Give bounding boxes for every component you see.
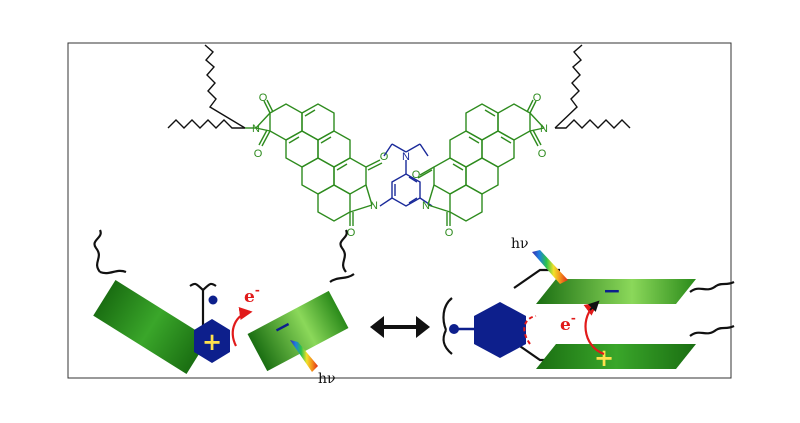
hv-label-right: hν [511,236,529,252]
central-amine-linker [379,143,433,207]
donor-hexagon-left [194,319,230,363]
scheme-extended-conformer: + e- − hν [93,229,355,387]
plus-sign-right: + [594,343,614,372]
figure-frame [67,42,732,379]
pdi-top-bar [536,279,696,304]
atom-n-left-linker: N [370,200,378,212]
atom-o-left-lower: O [347,227,356,239]
left-perylene-diimide [245,99,383,226]
chemical-structure: N O O N O O N [167,44,631,239]
atom-o-right-bottom: O [538,148,547,160]
pdi-left-bar [93,280,209,374]
right-alkyl-chain [554,44,631,129]
left-alkyl-chain [167,44,246,129]
back-transfer-arrow [523,315,537,345]
atom-o-right-lower: O [445,227,454,239]
atom-o-right-inner: O [412,169,421,181]
scheme-folded-conformer: − + e- hν [442,236,735,372]
photon-icon-left [290,340,318,372]
photon-icon-right [532,250,568,284]
atom-o-right-top: O [533,92,542,104]
atom-n-right-imide: N [540,123,548,135]
atom-o-left-top: O [259,92,268,104]
atom-n-left-imide: N [252,123,260,135]
atom-o-left-bottom: O [254,148,263,160]
right-perylene-diimide [417,99,545,226]
amine-node-icon [208,295,218,305]
pdi-bottom-bar [536,344,696,369]
electron-transfer-arrow-left [231,306,253,347]
electron-label-left: e- [244,283,260,307]
equilibrium-arrow [370,316,430,338]
plus-sign-left: + [202,327,222,356]
minus-sign-right: − [603,278,621,304]
atom-n-right-linker: N [422,200,430,212]
hv-label-left: hν [318,371,336,387]
electron-label-right: e- [560,311,576,335]
atom-n-amine: N [402,151,410,163]
donor-hexagon-right [474,302,526,358]
atom-o-left-inner: O [380,151,389,163]
pdi-right-bar [247,290,349,372]
